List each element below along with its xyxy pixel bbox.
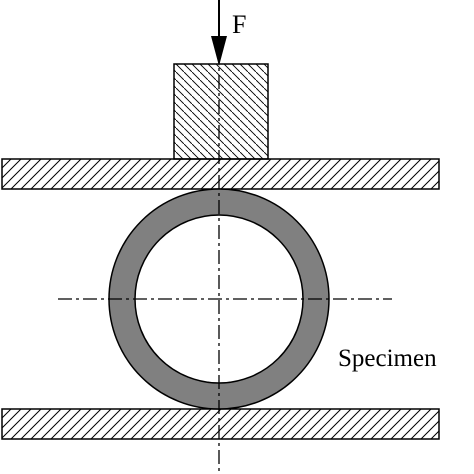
top-plate bbox=[1, 158, 440, 190]
force-arrow-icon bbox=[211, 0, 227, 66]
loading-punch bbox=[173, 63, 269, 160]
force-label: F bbox=[232, 10, 246, 39]
specimen-label: Specimen bbox=[338, 345, 437, 372]
bottom-plate bbox=[1, 408, 440, 440]
